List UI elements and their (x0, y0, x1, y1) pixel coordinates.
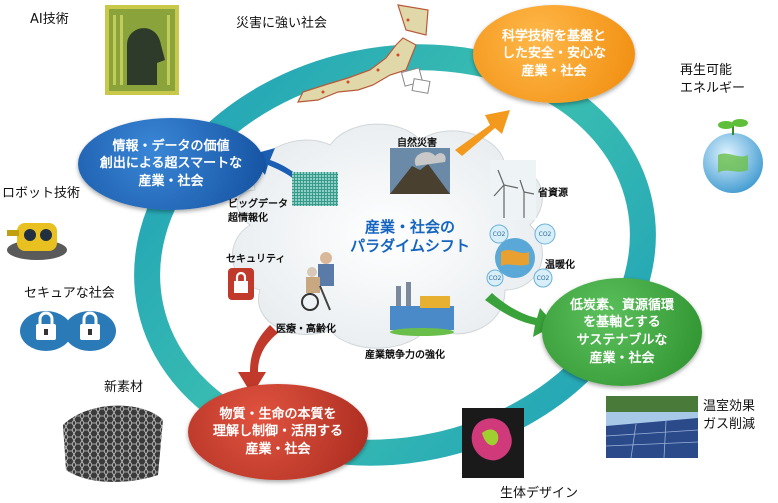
bubble-material-life-society: 物質・生命の本質を 理解し制御・活用する 産業・社会 (188, 384, 368, 480)
label-bigdata: ビッグデータ 超情報化 (228, 198, 288, 225)
padlocks-image (18, 308, 118, 354)
bubble-sustainable-society: 低炭素、資源循環 を基軸とする サステナブルな 産業・社会 (542, 278, 702, 386)
bubble-smart-society-text: 情報・データの価値 創出による超スマートな 産業・社会 (100, 138, 242, 191)
bubble-safe-society-text: 科学技術を基盤と した安全・安心な 産業・社会 (502, 28, 606, 81)
graphene-image (58, 395, 168, 485)
label-biodesign: 生体デザイン (500, 482, 578, 501)
ai-head-image (105, 5, 179, 95)
earth-plant-image (688, 115, 778, 195)
label-warming: 温暖化 (545, 256, 575, 271)
bigdata-image (292, 172, 338, 206)
label-renewable: 再生可能 エネルギー (680, 62, 745, 97)
bubble-sustainable-society-text: 低炭素、資源循環 を基軸とする サステナブルな 産業・社会 (570, 297, 674, 367)
label-robot: ロボット技術 (2, 182, 80, 201)
label-new-material: 新素材 (104, 376, 143, 395)
elderly-care-image (296, 250, 342, 312)
bubble-safe-society: 科学技術を基盤と した安全・安心な 産業・社会 (473, 5, 635, 103)
co2-label-1: CO2 (493, 231, 506, 238)
label-greenhouse: 温室効果 ガス削減 (703, 398, 755, 433)
bubble-material-life-society-text: 物質・生命の本質を 理解し制御・活用する 産業・社会 (213, 406, 343, 459)
volcano-image (390, 148, 450, 194)
bubble-smart-society: 情報・データの価値 創出による超スマートな 産業・社会 (78, 118, 264, 210)
center-title: 産業・社会の パラダイムシフト (340, 218, 480, 256)
factory-image (390, 278, 454, 336)
robot-image (2, 205, 72, 265)
label-resource-saving: 省資源 (538, 184, 568, 199)
label-natural-disaster: 自然災害 (397, 134, 437, 149)
label-medical-aging: 医療・高齢化 (276, 320, 336, 335)
solar-panels-image (606, 396, 698, 458)
co2-label-4: CO2 (537, 275, 550, 282)
security-padlock-image (228, 268, 254, 300)
co2-label-2: CO2 (539, 231, 552, 238)
bio-cell-image (462, 408, 524, 478)
label-ai: AI技術 (30, 8, 69, 27)
co2-label-3: CO2 (489, 275, 502, 282)
label-competitiveness: 産業競争力の強化 (365, 346, 445, 361)
label-secure-society: セキュアな社会 (24, 282, 115, 301)
wind-turbines-image (490, 160, 536, 220)
label-security: セキュリティ (226, 250, 285, 265)
label-disaster-resilient: 災害に強い社会 (236, 12, 327, 31)
